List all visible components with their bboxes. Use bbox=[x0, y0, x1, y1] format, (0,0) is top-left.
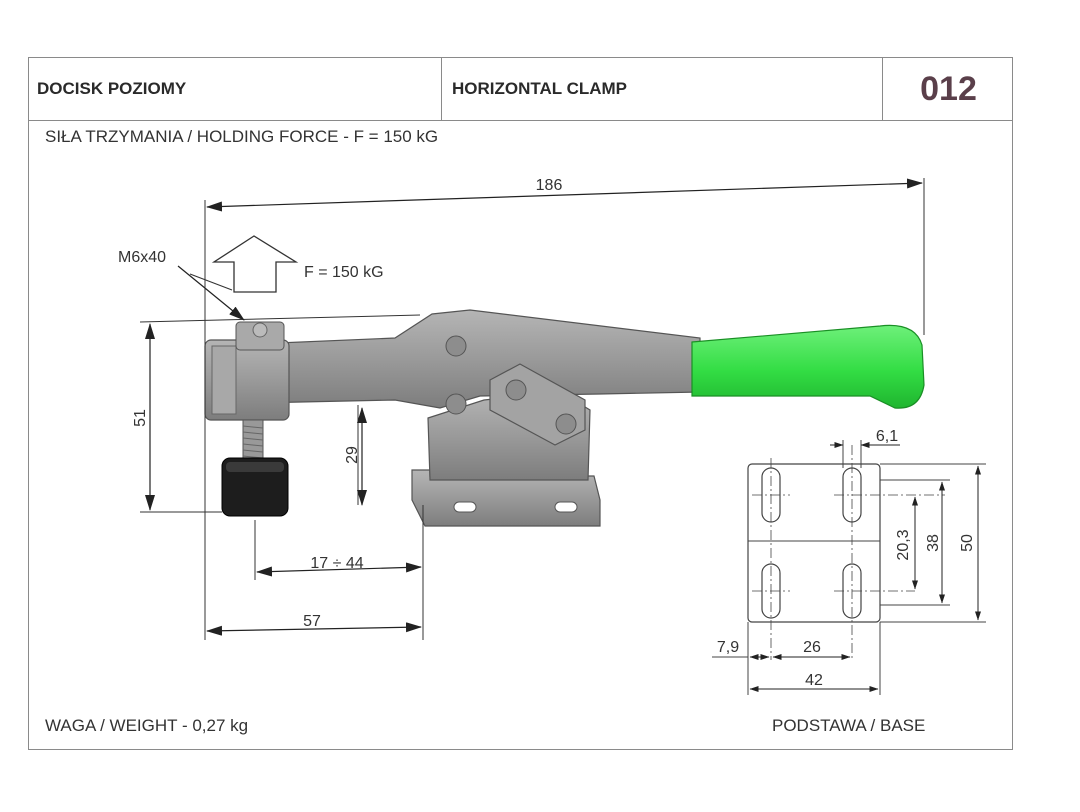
dim-label-29: 29 bbox=[344, 446, 361, 464]
dim-label-20-3: 20,3 bbox=[895, 529, 912, 560]
dim-label-38: 38 bbox=[925, 534, 942, 552]
dim-label-7-9: 7,9 bbox=[717, 639, 739, 656]
dim-label-force: F = 150 kG bbox=[304, 264, 384, 281]
drawing-sheet: DOCISK POZIOMY HORIZONTAL CLAMP 012 bbox=[28, 57, 1013, 750]
dim-label-26: 26 bbox=[803, 639, 821, 656]
dim-label-186: 186 bbox=[536, 177, 563, 194]
weight-text: WAGA / WEIGHT - 0,27 kg bbox=[45, 716, 249, 735]
clamp-arm bbox=[207, 309, 701, 409]
rubber-pad bbox=[221, 457, 289, 517]
dim-label-17-44: 17 ÷ 44 bbox=[310, 555, 363, 572]
dim-label-50: 50 bbox=[959, 534, 976, 552]
clamp-handle bbox=[691, 324, 925, 409]
title-english: HORIZONTAL CLAMP bbox=[452, 79, 628, 98]
title-block: DOCISK POZIOMY HORIZONTAL CLAMP 012 bbox=[29, 58, 1012, 121]
dimension-line-57 bbox=[206, 622, 422, 636]
screw-leader-line bbox=[177, 265, 245, 321]
holding-force-text: SIŁA TRZYMANIA / HOLDING FORCE - F = 150… bbox=[45, 127, 439, 146]
dim-label-57: 57 bbox=[303, 613, 321, 630]
product-number: 012 bbox=[920, 69, 977, 108]
dim-label-6-1: 6,1 bbox=[876, 428, 898, 445]
dim-label-42: 42 bbox=[805, 672, 823, 689]
force-arrow bbox=[211, 235, 299, 293]
title-cell-en: HORIZONTAL CLAMP bbox=[442, 58, 883, 120]
base-label: PODSTAWA / BASE bbox=[772, 716, 926, 735]
dimension-line-17-44 bbox=[256, 562, 422, 577]
dim-label-51: 51 bbox=[132, 409, 149, 427]
dimension-line-186 bbox=[206, 178, 923, 212]
clamp-illustration bbox=[204, 309, 925, 527]
title-polish: DOCISK POZIOMY bbox=[37, 79, 187, 98]
dim-label-screw: M6x40 bbox=[118, 249, 166, 266]
product-number-cell: 012 bbox=[883, 58, 1014, 120]
base-plate-drawing bbox=[712, 440, 986, 695]
title-cell-pl: DOCISK POZIOMY bbox=[29, 58, 442, 120]
